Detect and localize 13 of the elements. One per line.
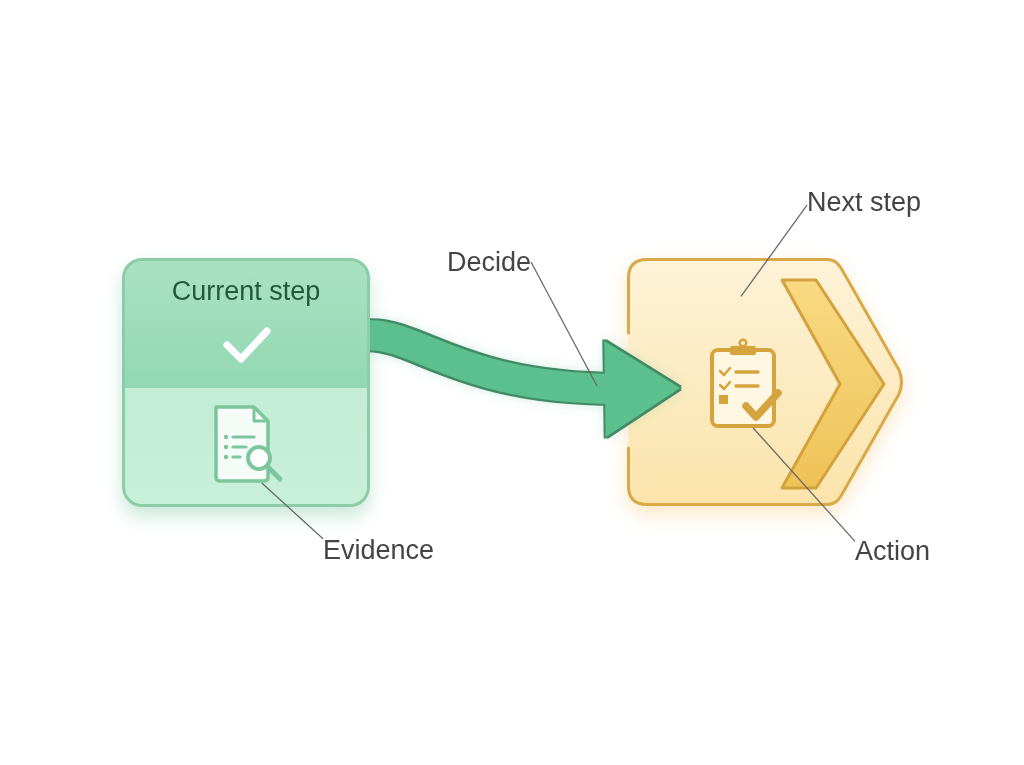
leader-line [530, 261, 598, 387]
callout-label: Action [855, 535, 931, 567]
clipboard-checklist-icon [710, 338, 782, 428]
leader-line [740, 204, 808, 298]
box-title: Current step [171, 275, 321, 307]
callout-label: Evidence [323, 534, 435, 566]
leader-line [752, 427, 856, 543]
process-box [627, 258, 905, 506]
curved-arrow [368, 320, 680, 437]
callout-label: Next step [807, 186, 922, 218]
callout-label: Decide [447, 246, 532, 278]
process-box [122, 258, 370, 507]
leader-line [261, 482, 324, 540]
